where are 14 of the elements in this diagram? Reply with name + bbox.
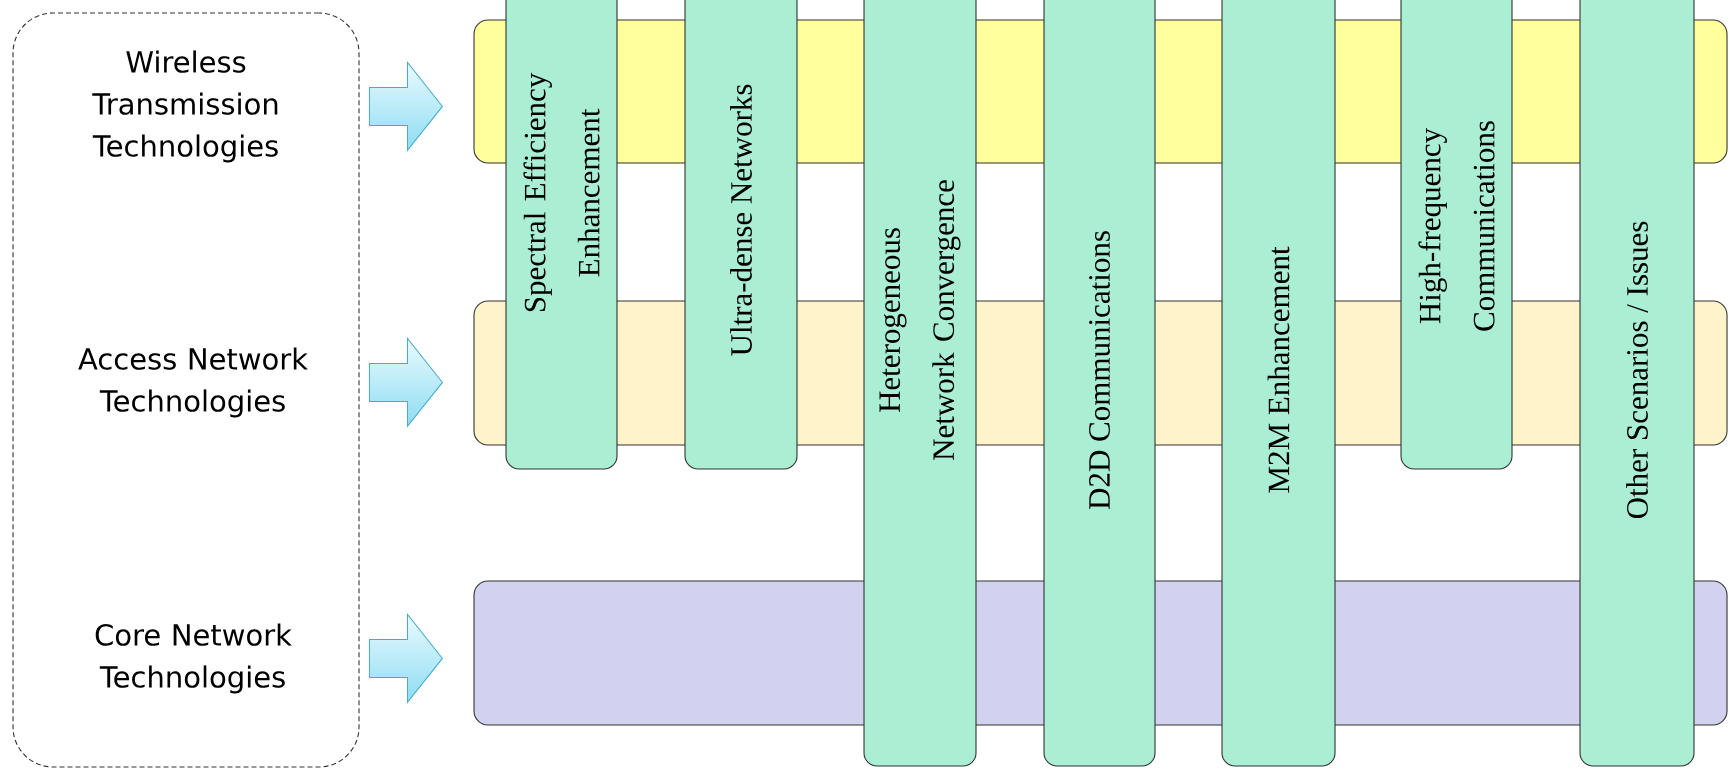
vertical-bar: Other Scenarios / Issues	[1579, 0, 1695, 767]
category-label: Wireless Transmission Technologies	[92, 50, 278, 163]
vertical-bar: D2D Communications	[1043, 0, 1156, 767]
vertical-bar: M2M Enhancement	[1221, 0, 1336, 767]
vertical-bar: Heterogeneous Network Convergence	[863, 0, 977, 767]
vertical-bar: Ultra-dense Networks	[684, 0, 798, 470]
category-label: Core Network Technologies	[95, 623, 292, 694]
block-arrow	[368, 61, 443, 151]
vertical-bar: Spectral Efficiency Enhancement	[505, 0, 618, 470]
block-arrow	[368, 337, 443, 427]
dashed-frame	[12, 12, 360, 768]
category-label: Access Network Technologies	[78, 347, 308, 418]
block-arrow	[368, 613, 443, 703]
vertical-bar: High-frequency Communications	[1400, 0, 1513, 470]
